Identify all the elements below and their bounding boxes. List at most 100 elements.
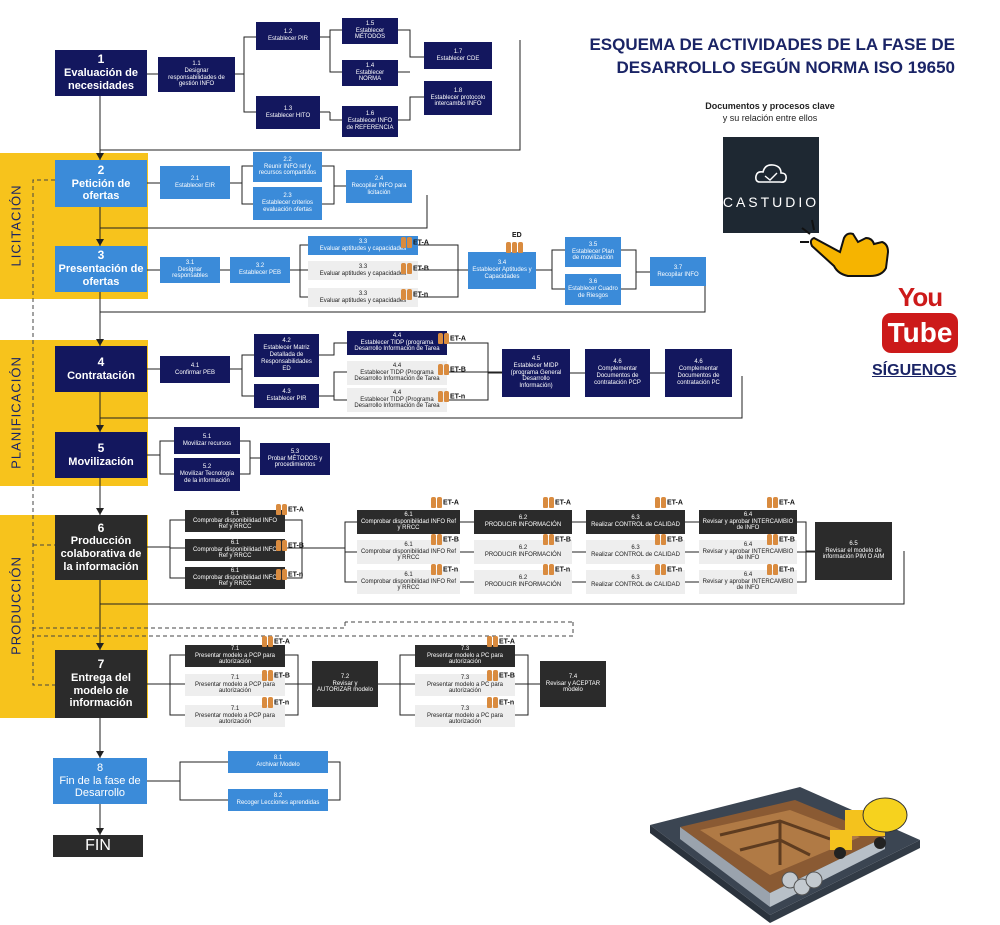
task-number: 7.1: [230, 674, 240, 681]
task-number: 7.3: [460, 674, 470, 681]
step-6-produccion[interactable]: 6 Producción colaborativa de la informac…: [55, 515, 147, 580]
people-icon: [493, 697, 498, 708]
people-icon: [655, 497, 660, 508]
task-label: Complementar Documentos de contratación …: [594, 366, 641, 386]
follow-link[interactable]: SÍGUENOS: [872, 362, 957, 379]
people-icon: [549, 497, 554, 508]
people-icon: [268, 697, 273, 708]
team-tag-etb: ET-B: [767, 534, 795, 545]
people-icon: [506, 242, 511, 253]
task-number: 6.3: [631, 545, 640, 552]
step-1-evaluacion[interactable]: 1 Evaluación de necesidades: [55, 50, 147, 96]
youtube-logo[interactable]: You Tube: [880, 282, 960, 353]
step-label: Producción colaborativa de la informació…: [60, 535, 142, 573]
step-5-movilizacion[interactable]: 5 Movilización: [55, 432, 147, 478]
task-number: 4.6: [613, 359, 622, 366]
task-number: 1.3: [283, 105, 293, 112]
step-number: 4: [97, 354, 105, 369]
step-4-contratacion[interactable]: 4 Contratación: [55, 346, 147, 392]
task-label: Establecer TIDP (programa Desarrollo Inf…: [354, 339, 440, 353]
step-8-fin-desarrollo[interactable]: 8 Fin de la fase de Desarrollo: [53, 758, 147, 804]
tag-text: ET-B: [450, 366, 466, 374]
step-label: Evaluación de necesidades: [64, 67, 138, 92]
people-icon: [773, 564, 778, 575]
step-number: 1: [97, 52, 105, 67]
team-tag-ed-icons: [506, 242, 524, 253]
people-icon: [401, 289, 406, 300]
task-label: Establecer PIR: [267, 36, 309, 42]
step-3-presentacion[interactable]: 3 Presentación de ofertas: [55, 246, 147, 292]
task-number: 1.8: [453, 87, 463, 94]
task-number: 6.1: [230, 539, 240, 546]
people-icon: [438, 333, 443, 344]
step-7-entrega[interactable]: 7 Entrega del modelo de información: [55, 650, 147, 718]
step-2-peticion[interactable]: 2 Petición de ofertas: [55, 160, 147, 207]
task-number: 4.6: [694, 359, 703, 366]
task-label: Confirmar PEB: [174, 369, 215, 376]
task-number: 3.3: [358, 263, 368, 270]
tag-text: ET-A: [288, 506, 304, 514]
tag-text: ET-n: [667, 566, 683, 574]
castudio-logo[interactable]: CASTUDIO: [723, 137, 819, 233]
tag-text: ET-A: [555, 499, 571, 507]
